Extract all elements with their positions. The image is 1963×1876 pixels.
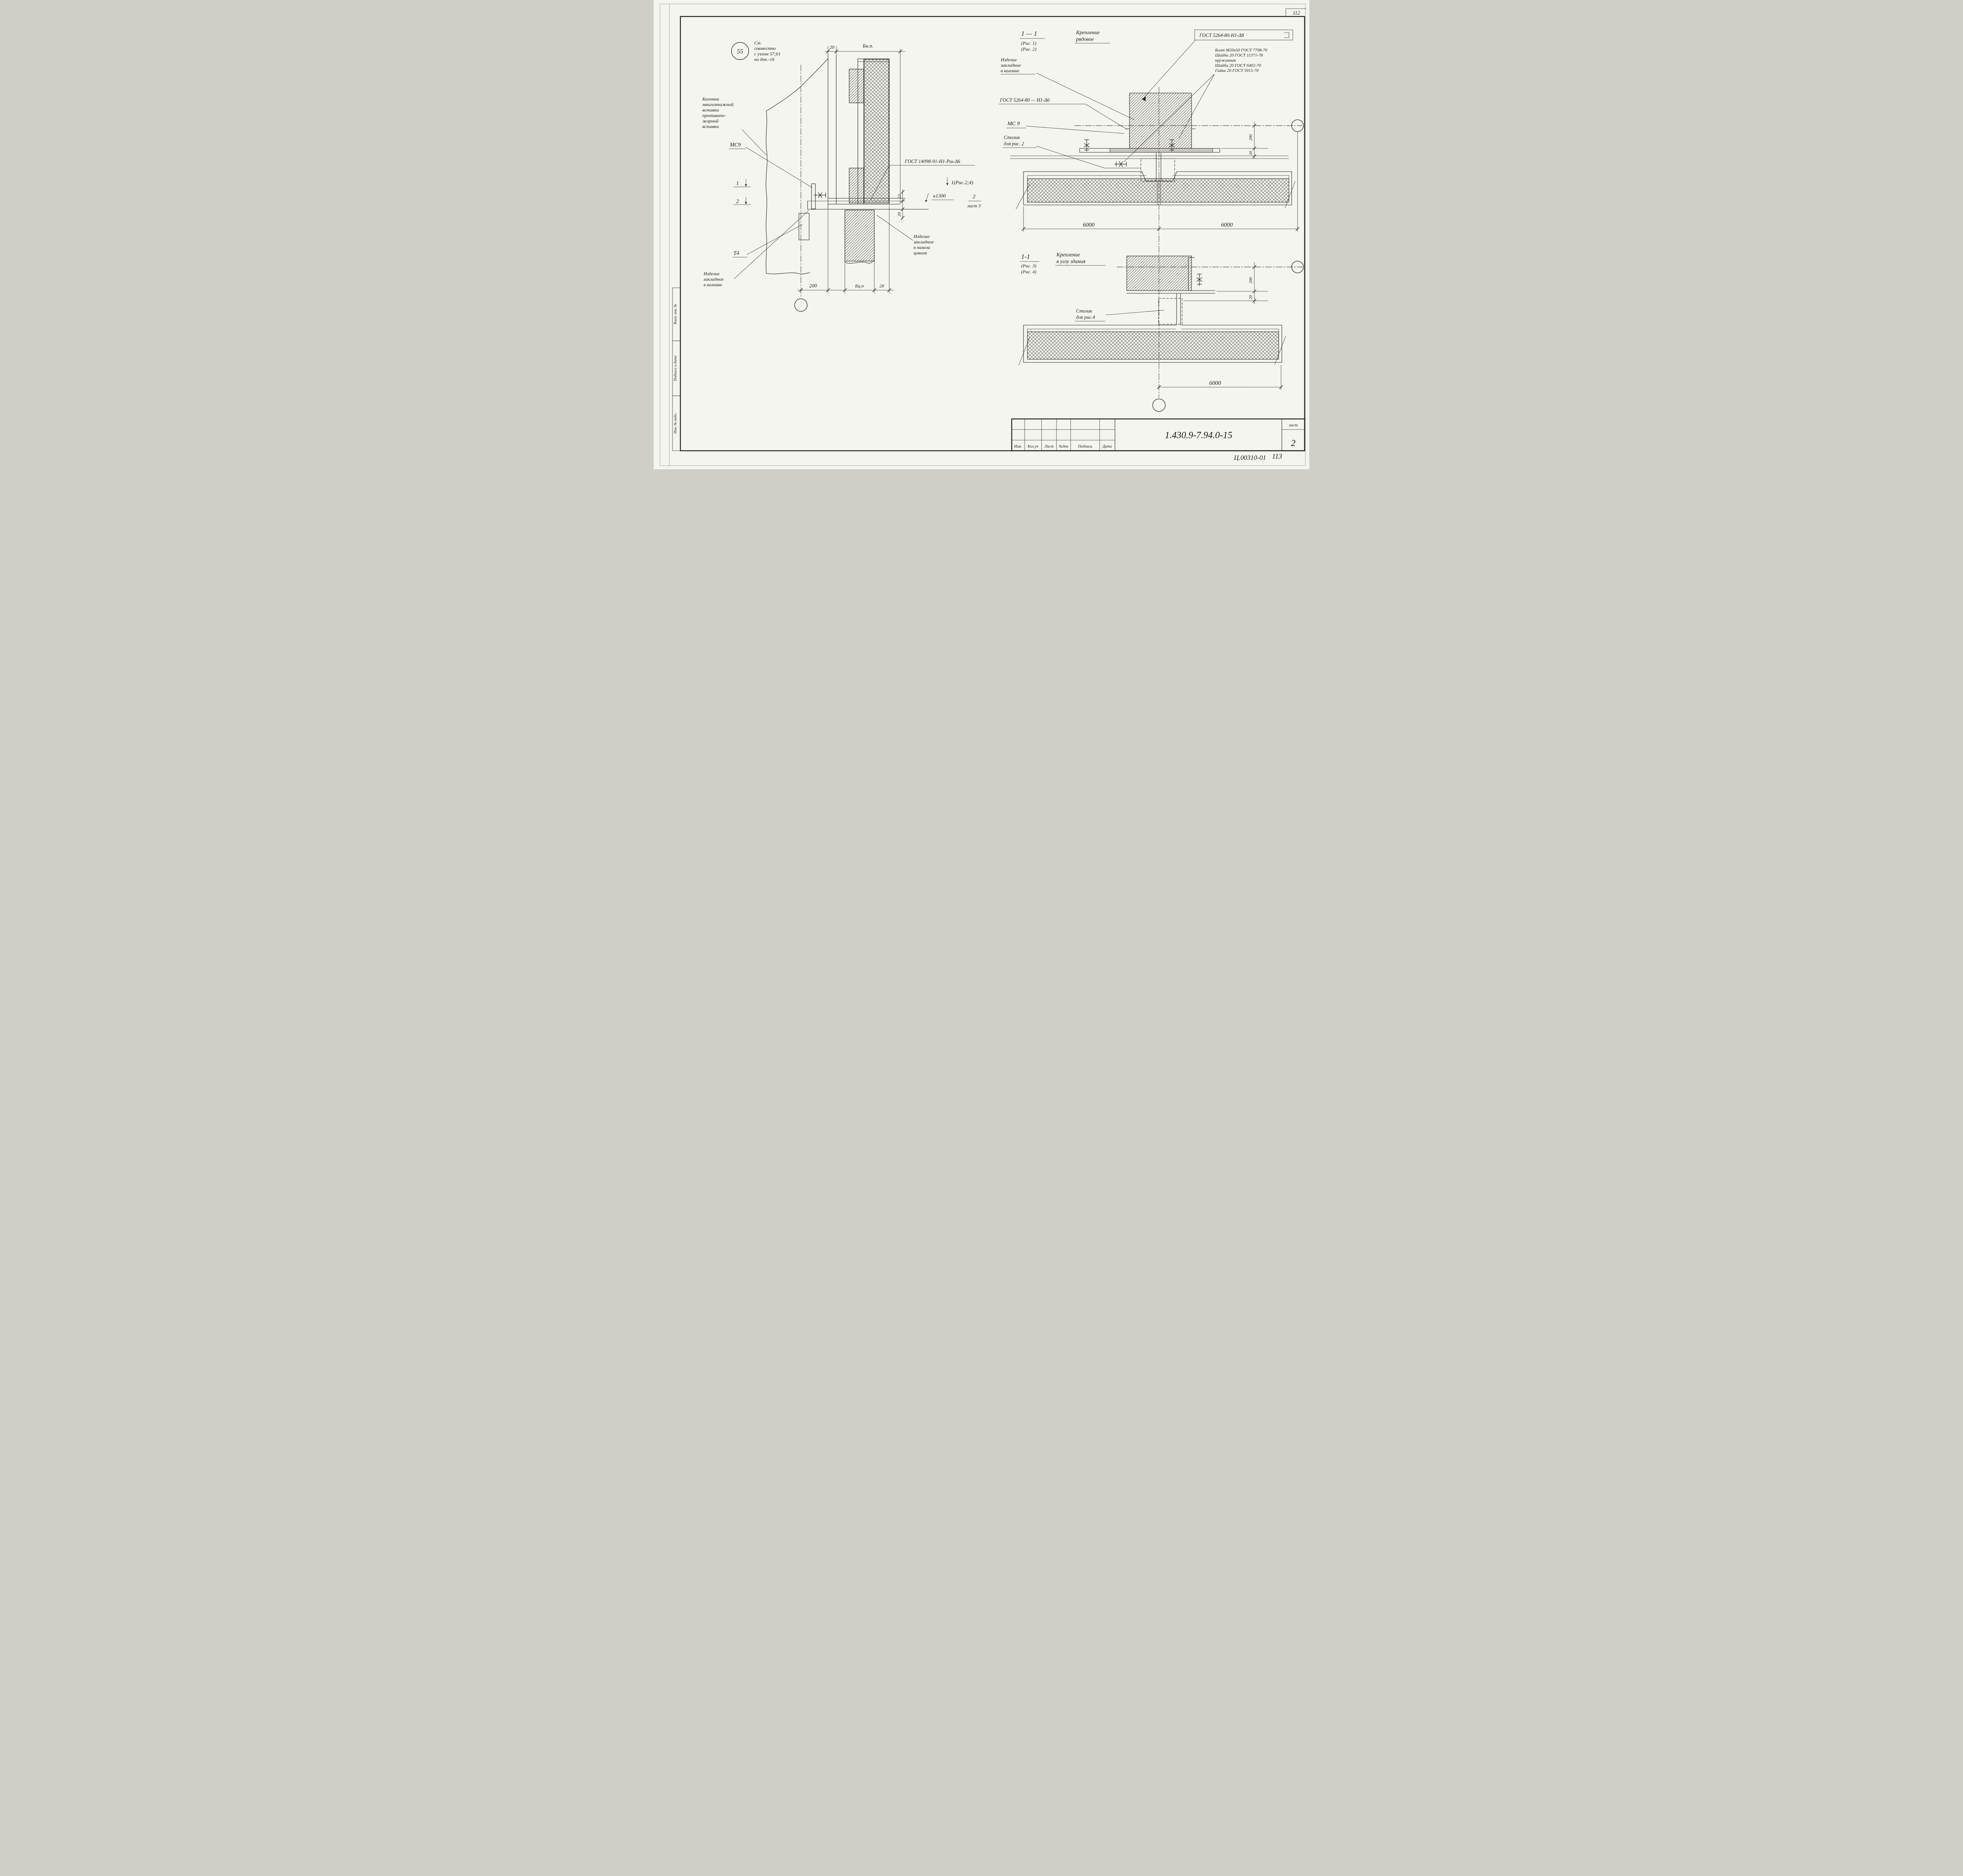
drawing-sheet: 112 Взам. инв. № Подпись и дата Инв. № п… <box>654 0 1309 469</box>
gost-rebar-callout: ГОСТ 14098-91-Н1-Рш-Δ6 <box>905 159 960 164</box>
axis-marker-circle <box>1291 119 1304 132</box>
section-mark-1: 1 <box>736 181 739 187</box>
label-mc9: МС9 <box>729 142 741 148</box>
view-caption: Крепление <box>1056 252 1080 258</box>
page-frame: 112 <box>660 4 1307 466</box>
footer-stamp: Ц.00310-01 <box>1234 454 1266 461</box>
footer-marks: Ц.00310-01 113 <box>1234 452 1282 461</box>
title-col-data: Дата <box>1102 444 1112 449</box>
hardware-note: Шайба 20 ГОСТ 6402-70 <box>1215 63 1261 68</box>
embed-panel-note: в панели <box>914 245 930 250</box>
fig-ref: (Рис. 1) <box>1021 40 1036 46</box>
panel-label-bnp: Бн.п. <box>862 43 873 49</box>
dim-label: 20 <box>879 283 884 289</box>
corner-page-number: 112 <box>1293 10 1300 16</box>
title-col-ndok: №док <box>1058 444 1068 449</box>
fig-ref: (Рис. 4) <box>1021 269 1036 274</box>
hardware-note: Шайба 20 ГОСТ 11371-78 <box>1215 53 1263 58</box>
hardware-note: Гайка 20 ГОСТ 5915-70 <box>1215 68 1259 73</box>
dim-label: 6000 <box>1209 380 1221 386</box>
weld-symbol-icon <box>1284 32 1289 38</box>
node-marker-circle <box>731 42 749 60</box>
section-title: 1-1 <box>1021 253 1030 260</box>
ref-k1300: к1300 <box>933 193 946 199</box>
embed-panel-note: Изделие <box>913 234 930 239</box>
gost-boxed-callout: ГОСТ 5264-80-Н1-Δ8 <box>1199 33 1244 38</box>
label-t4: Т4 <box>733 250 739 256</box>
panel-label-bcp: Бц.п <box>855 283 864 289</box>
see-note: с узлом 57;61 <box>754 51 780 57</box>
embed-panel-note: закладное <box>913 239 934 245</box>
column-note: Колонна <box>702 96 719 102</box>
column-note: вставки <box>702 107 719 113</box>
embed-note: в колонне <box>1001 68 1020 73</box>
ref-sheet: лист 3 <box>967 203 981 208</box>
left-view: 55 См. совместно с узлом 57;61 на док.-1… <box>702 40 982 312</box>
ref-fig: 1(Рис.2;4) <box>951 179 973 185</box>
column-note: вставки <box>702 124 719 129</box>
title-col-izm: Изм. <box>1014 444 1022 449</box>
see-note: См. <box>754 40 762 46</box>
see-note: на док.-16 <box>754 57 775 62</box>
dim-label: 6000 <box>1083 222 1095 228</box>
section-mark-2: 2 <box>736 199 739 205</box>
dim-label: 200 <box>1249 134 1253 141</box>
dim-label: 200 <box>1249 277 1253 283</box>
title-col-list: Лист <box>1044 444 1053 449</box>
dim-label: 20 <box>1249 295 1253 299</box>
label-mc9: МС 9 <box>1007 121 1020 127</box>
right-top-view: 1 — 1 (Рис. 1) (Рис. 2) Крепление рядово… <box>998 29 1304 398</box>
ref-sheet-number: 2 <box>973 194 976 200</box>
embed-panel-note: цоколя <box>914 250 927 256</box>
column-note: противопо- <box>702 113 726 118</box>
embed-column-note: в колонне <box>704 282 722 287</box>
sheet-label: лист <box>1288 423 1298 428</box>
title-block: Изм. Кол.уч Лист №док Подпись Дата 1.430… <box>1011 418 1305 452</box>
axis-marker-circle <box>1291 261 1304 273</box>
embed-column-note: Изделие <box>703 271 720 276</box>
node-number: 55 <box>737 48 743 55</box>
hardware-note: Болт М20х50 ГОСТ 7798-70 <box>1215 48 1267 53</box>
table-note: Столик <box>1004 135 1020 140</box>
table-note: для рис. 2 <box>1004 141 1024 146</box>
side-strip: Взам. инв. № Подпись и дата Инв. № подл. <box>672 287 681 451</box>
section-title: 1 — 1 <box>1021 30 1037 37</box>
axis-marker-circle <box>1152 399 1166 412</box>
view-caption: в углу здания <box>1056 258 1086 264</box>
doc-number: 1.430.9-7.94.0-15 <box>1165 430 1232 441</box>
column-note: жарной <box>702 118 718 124</box>
sheet-number: 2 <box>1291 438 1296 448</box>
title-col-podpis: Подпись <box>1078 444 1093 449</box>
gost-weld-callout: ГОСТ 5264-80 — Н1-Δ6 <box>1000 97 1050 103</box>
side-strip-label: Подпись и дата <box>673 355 678 381</box>
axis-marker-circle <box>794 298 808 312</box>
weld-mark-icon <box>1142 97 1146 101</box>
fig-ref: (Рис. 2) <box>1021 46 1036 52</box>
side-strip-label: Инв. № подл. <box>673 413 678 434</box>
title-col-koluch: Кол.уч <box>1027 444 1038 449</box>
right-bottom-view: 1-1 (Рис. 3) (Рис. 4) Крепление в углу з… <box>1018 252 1304 412</box>
column-note: многоэтажной <box>702 102 733 107</box>
embed-note: закладное <box>1000 62 1021 68</box>
dim-label: 6000 <box>1221 222 1233 228</box>
dim-label: 20 <box>1249 151 1253 155</box>
drawing-canvas: 112 Взам. инв. № Подпись и дата Инв. № п… <box>660 4 1307 466</box>
embed-column-note: закладное <box>703 276 724 282</box>
table-note: для рис.4 <box>1076 314 1095 320</box>
hardware-note: пружинная <box>1215 58 1236 63</box>
footer-page-number: 113 <box>1272 452 1282 460</box>
dim-label: 22 <box>897 194 902 199</box>
dim-label: 200 <box>809 283 817 289</box>
table-note: Столик <box>1076 308 1092 314</box>
dim-label: 20 <box>897 212 902 217</box>
fig-ref: (Рис. 3) <box>1021 263 1036 269</box>
see-note: совместно <box>754 46 776 51</box>
view-caption: Крепление <box>1076 29 1100 35</box>
view-caption: рядовое <box>1076 36 1094 42</box>
side-strip-label: Взам. инв. № <box>674 304 678 324</box>
embed-note: Изделие <box>1000 57 1017 62</box>
dim-label: 20 <box>830 44 834 50</box>
